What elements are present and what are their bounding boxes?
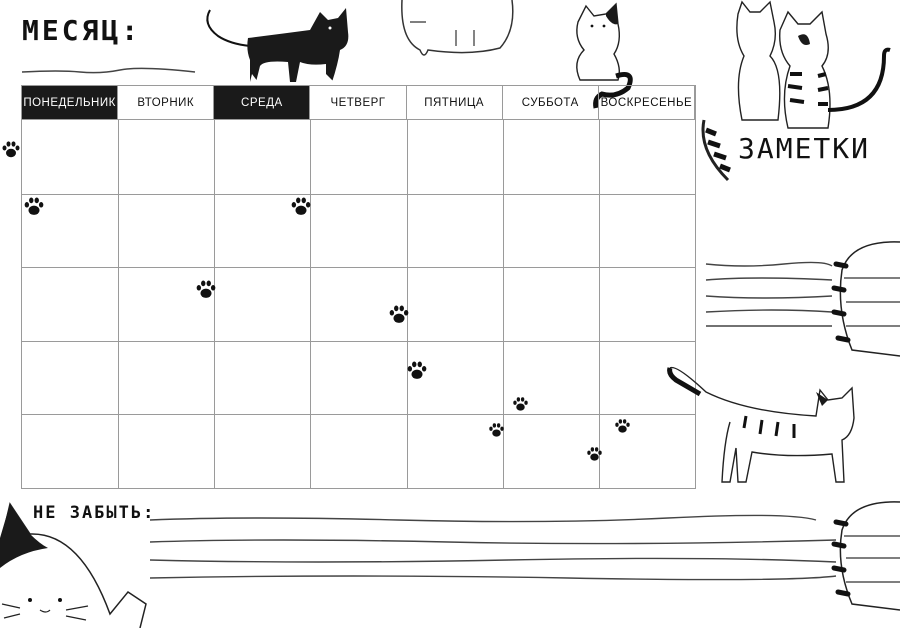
grid-column-divider (118, 120, 120, 488)
remember-lines (149, 514, 837, 581)
paw-print-icon (489, 423, 504, 437)
weekday-header: ПЯТНИЦА (406, 86, 503, 120)
grid-row-divider (22, 340, 695, 342)
striped-cat-standing (667, 366, 855, 483)
paw-print-icon (389, 305, 409, 323)
month-label: МЕСЯЦ: (22, 14, 142, 47)
paw-print-icon (513, 397, 528, 411)
sitting-cat (576, 2, 633, 109)
grid-column-divider (310, 120, 312, 488)
notes-label: ЗАМЕТКИ (738, 132, 871, 165)
grid-column-divider (598, 120, 600, 488)
weekday-header: ВОСКРЕСЕНЬЕ (598, 86, 695, 120)
two-cats-pair (701, 0, 891, 182)
cat-belly-hanging (401, 0, 514, 56)
cat-paw-icon (831, 241, 900, 357)
month-input-line (21, 67, 196, 74)
grid-column-divider (502, 120, 504, 488)
weekday-header: ЧЕТВЕРГ (310, 86, 407, 120)
grid-row-divider (22, 267, 695, 269)
remember-label: НЕ ЗАБЫТЬ: (33, 503, 156, 523)
weekday-header: СУББОТА (502, 86, 599, 120)
grid-row-divider (22, 193, 695, 195)
peeking-cat (0, 502, 147, 628)
paw-print-icon (615, 419, 630, 433)
cat-paw-bottom (831, 501, 900, 611)
paw-print-icon (196, 280, 216, 298)
paw-print-icon (291, 197, 311, 215)
grid-column-divider (214, 120, 216, 488)
notes-lines (705, 261, 833, 327)
weekday-header: СРЕДА (214, 86, 311, 120)
paw-print-icon (407, 361, 427, 379)
paw-print-icon (587, 447, 602, 461)
paw-print-icon (2, 141, 20, 158)
weekday-header: ПОНЕДЕЛЬНИК (22, 86, 119, 120)
weekday-header: ВТОРНИК (118, 86, 215, 120)
paw-print-icon (24, 197, 44, 215)
black-cat-walking (206, 8, 349, 82)
grid-row-divider (22, 414, 695, 416)
grid-column-divider (406, 120, 408, 488)
